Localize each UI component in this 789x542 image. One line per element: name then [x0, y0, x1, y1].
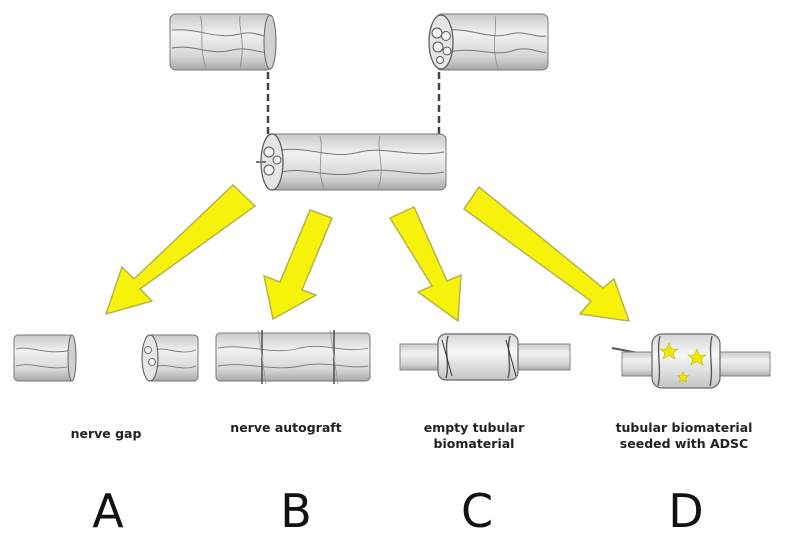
panel-c-illustration: [399, 333, 571, 381]
yellow-arrow-a: [104, 183, 257, 316]
caption-a: nerve gap: [16, 426, 196, 442]
panel-b-illustration: [215, 329, 371, 385]
caption-c-line-2: biomaterial: [433, 436, 515, 451]
caption-c: empty tubular biomaterial: [384, 420, 564, 452]
proximal-nerve-stump: [169, 13, 277, 71]
yellow-arrow-b: [262, 209, 333, 321]
caption-b: nerve autograft: [196, 420, 376, 436]
panel-letter-b: B: [280, 484, 312, 538]
yellow-arrow-d: [462, 185, 631, 322]
caption-c-line-1: empty tubular: [423, 420, 525, 435]
caption-d-line-1: tubular biomaterial: [615, 420, 753, 435]
caption-d-line-2: seeded with ADSC: [619, 436, 749, 451]
caption-b-line-1: nerve autograft: [230, 420, 342, 435]
panel-letter-d: D: [668, 484, 704, 538]
panel-d-illustration: [611, 333, 771, 389]
adsc-star-icon: [676, 371, 690, 383]
distal-nerve-stump: [428, 13, 549, 71]
caption-a-line-1: nerve gap: [70, 426, 142, 441]
adsc-star-icon: [659, 342, 679, 360]
caption-d: tubular biomaterial seeded with ADSC: [586, 420, 782, 452]
panel-letter-a: A: [92, 484, 124, 538]
intact-nerve: [256, 133, 447, 191]
panel-a-illustration: [13, 334, 199, 382]
adsc-star-icon: [687, 348, 707, 366]
yellow-arrow-c: [388, 206, 462, 323]
panel-letter-c: C: [460, 484, 494, 538]
